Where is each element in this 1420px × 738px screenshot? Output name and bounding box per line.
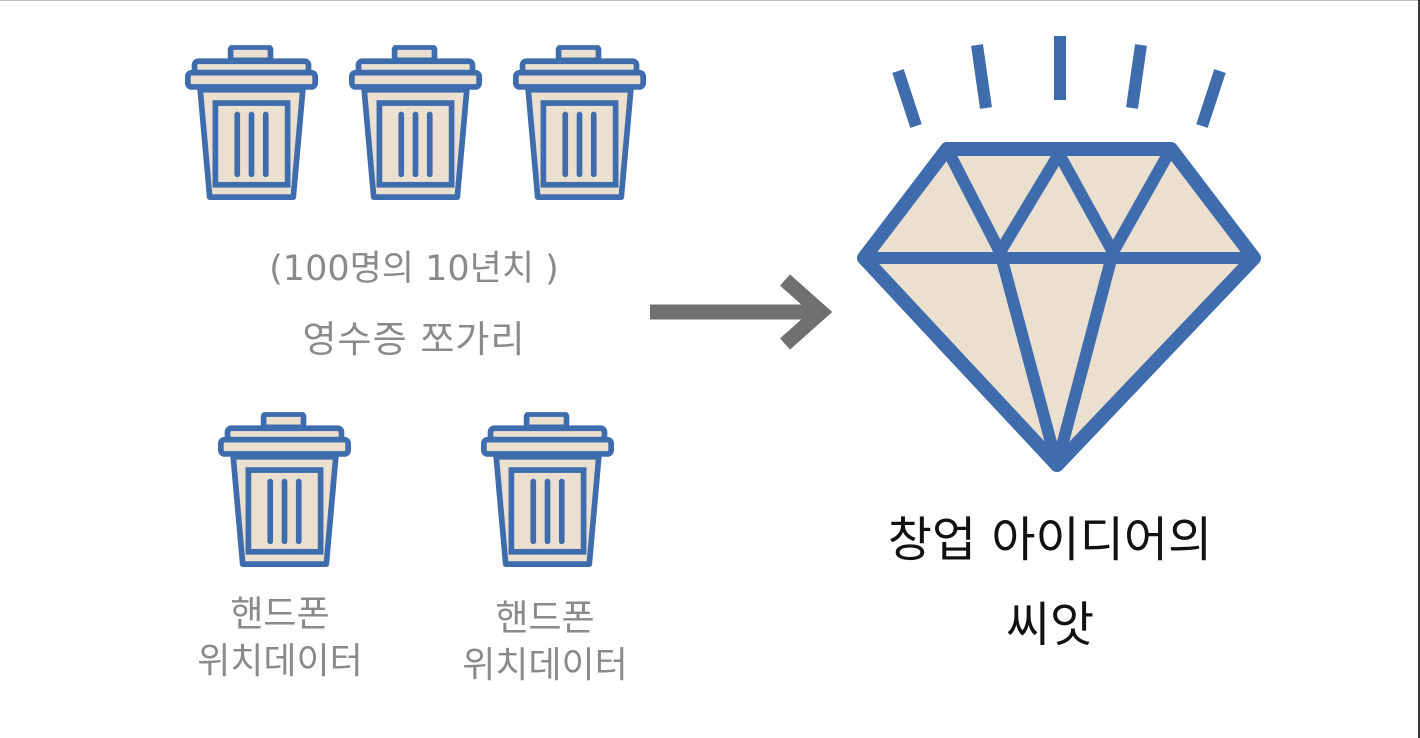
phone-location-label-line2: 위치데이터 [197,641,363,682]
trash-can-icon [481,408,614,573]
trash-can-icon [185,41,318,206]
trash-can-icon [218,408,351,573]
receipts-label-line1: (100명의 10년치 ) [269,249,559,289]
startup-idea-label-line2: 씨앗 [1005,597,1095,653]
top-border [0,0,1420,1]
trash-can-icon [513,41,646,206]
phone-location-label-line1: 핸드폰 [495,598,595,639]
phone-location-label-line1: 핸드폰 [230,594,330,635]
startup-idea-label-line1: 창업 아이디어의 [887,512,1213,568]
diamond-icon [857,36,1261,472]
trash-can-icon [349,41,482,206]
arrow-right-icon [650,274,833,350]
receipts-label-line2: 영수증 쪼가리 [302,318,526,361]
right-border [1418,0,1420,738]
phone-location-label-line2: 위치데이터 [462,645,628,686]
